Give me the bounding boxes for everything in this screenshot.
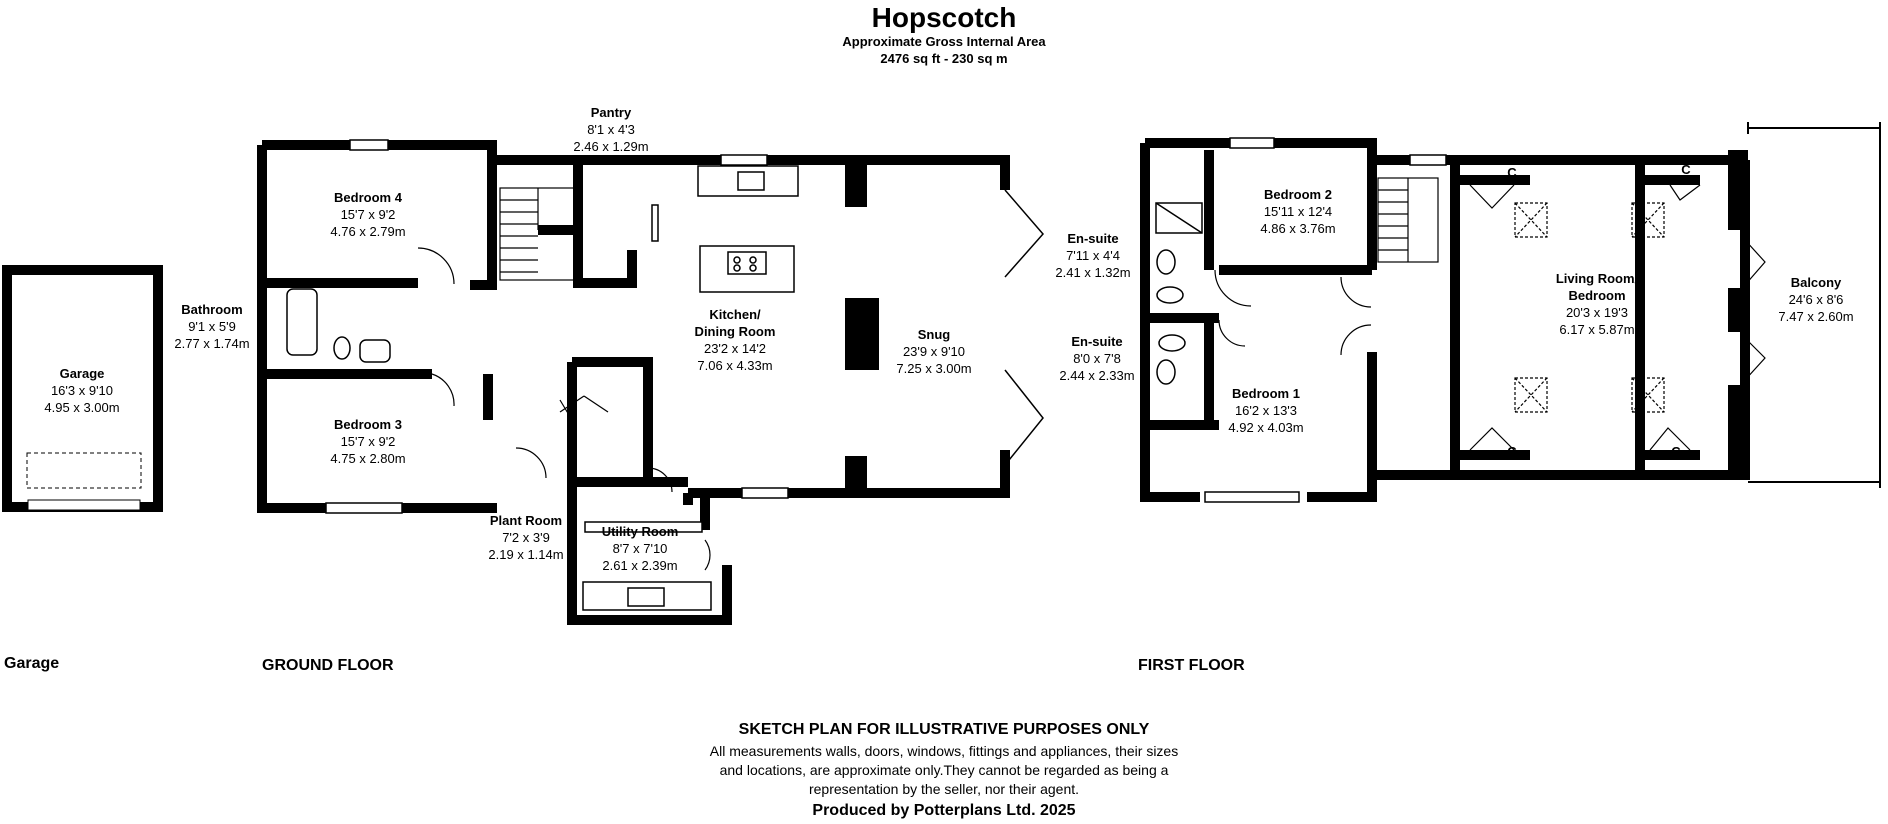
room-imperial: 15'7 x 9'2 — [340, 207, 396, 222]
ground-windows — [325, 139, 789, 533]
kitchen-fittings — [651, 165, 799, 293]
producer-credit: Produced by Potterplans Ltd. 2025 — [812, 802, 1076, 819]
room-metric: 4.95 x 3.00m — [44, 400, 120, 415]
room-name: Bathroom — [181, 302, 243, 317]
disclaimer: SKETCH PLAN FOR ILLUSTRATIVE PURPOSES ON… — [0, 721, 1888, 820]
room-metric: 4.75 x 2.80m — [330, 451, 406, 466]
room-name: Bedroom 3 — [334, 417, 402, 432]
room-name: Bedroom 1 — [1232, 386, 1300, 401]
room-name: En-suite — [1067, 231, 1119, 246]
room-name: Bedroom 4 — [334, 190, 402, 205]
floor-label-garage: Garage — [4, 655, 60, 672]
room-imperial: 15'11 x 12'4 — [1263, 204, 1333, 219]
cupboard-label: C — [1507, 444, 1517, 459]
room-metric: 7.06 x 4.33m — [697, 358, 773, 373]
room-imperial: 7'11 x 4'4 — [1066, 248, 1120, 263]
room-metric: 7.25 x 3.00m — [896, 361, 972, 376]
room-imperial: 16'3 x 9'10 — [50, 383, 114, 398]
disclaimer-line: All measurements walls, doors, windows, … — [709, 743, 1179, 759]
plan-title: Hopscotch — [871, 2, 1017, 33]
room-ensuite-1: En-suite 7'11 x 4'4 2.41 x 1.32m — [1055, 230, 1130, 281]
room-utility: Utility Room 8'7 x 7'10 2.61 x 2.39m — [602, 523, 679, 574]
room-imperial: 8'1 x 4'3 — [587, 122, 635, 137]
room-imperial: 8'0 x 7'8 — [1073, 351, 1121, 366]
room-metric: 4.92 x 4.03m — [1228, 420, 1304, 435]
room-name: Bedroom 2 — [1264, 187, 1332, 202]
room-metric: 2.46 x 1.29m — [573, 139, 649, 154]
room-imperial: 15'7 x 9'2 — [340, 434, 396, 449]
ground-stairs — [499, 187, 575, 281]
room-plant-room: Plant Room 7'2 x 3'9 2.19 x 1.14m — [488, 512, 563, 563]
cupboard-label: C — [1681, 162, 1691, 177]
room-pantry: Pantry 8'1 x 4'3 2.46 x 1.29m — [573, 104, 648, 155]
floor-label-ground: GROUND FLOOR — [262, 657, 394, 674]
room-bedroom-3: Bedroom 3 15'7 x 9'2 4.75 x 2.80m — [330, 416, 405, 467]
room-bedroom-1: Bedroom 1 16'2 x 13'3 4.92 x 4.03m — [1228, 385, 1303, 436]
garage-walls — [2, 265, 163, 512]
disclaimer-heading: SKETCH PLAN FOR ILLUSTRATIVE PURPOSES ON… — [738, 721, 1150, 738]
room-imperial: 24'6 x 8'6 — [1788, 292, 1844, 307]
room-name: Garage — [59, 366, 105, 381]
first-windows — [1204, 137, 1447, 503]
room-metric: 4.86 x 3.76m — [1260, 221, 1336, 236]
floor-label-first: FIRST FLOOR — [1138, 657, 1245, 674]
room-imperial: 23'2 x 14'2 — [703, 341, 767, 356]
room-name: En-suite — [1071, 334, 1123, 349]
room-snug: Snug 23'9 x 9'10 7.25 x 3.00m — [896, 326, 971, 377]
area-label: Approximate Gross Internal Area — [842, 34, 1046, 49]
room-name: Living Room/ — [1555, 271, 1639, 286]
first-floor-blocks — [1728, 150, 1748, 475]
room-metric: 7.47 x 2.60m — [1778, 309, 1854, 324]
room-garage: Garage 16'3 x 9'10 4.95 x 3.00m — [44, 365, 119, 416]
room-metric: 2.19 x 1.14m — [488, 547, 564, 562]
disclaimer-line: representation by the seller, nor their … — [808, 781, 1080, 797]
ensuite-fittings — [1155, 202, 1203, 385]
room-name: Pantry — [590, 105, 632, 120]
room-imperial: 16'2 x 13'3 — [1234, 403, 1298, 418]
snug-bay-window — [1004, 189, 1044, 278]
room-imperial: 8'7 x 7'10 — [612, 541, 668, 556]
room-imperial: 20'3 x 19'3 — [1565, 305, 1629, 320]
cupboard-label: C — [1507, 165, 1517, 180]
room-name: Kitchen/ — [709, 307, 761, 322]
first-doors — [1214, 184, 1766, 451]
room-name: Snug — [917, 327, 951, 342]
room-bathroom: Bathroom 9'1 x 5'9 2.77 x 1.74m — [174, 301, 249, 352]
bathroom-fittings — [286, 288, 391, 363]
first-stairs — [1377, 177, 1439, 263]
room-name: Balcony — [1790, 275, 1842, 290]
balcony-outline — [1747, 122, 1881, 488]
room-metric: 6.17 x 5.87m — [1559, 322, 1635, 337]
room-kitchen-dining: Kitchen/ Dining Room 23'2 x 14'2 7.06 x … — [695, 306, 776, 374]
room-metric: 2.61 x 2.39m — [602, 558, 678, 573]
room-ensuite-2: En-suite 8'0 x 7'8 2.44 x 2.33m — [1059, 333, 1134, 384]
room-name: Utility Room — [601, 524, 679, 539]
cupboard-label: C — [1671, 444, 1681, 459]
room-imperial: 7'2 x 3'9 — [502, 530, 550, 545]
room-imperial: 23'9 x 9'10 — [902, 344, 966, 359]
first-floor-walls — [1140, 138, 1750, 502]
room-imperial: 9'1 x 5'9 — [188, 319, 236, 334]
room-living-bedroom: Living Room/ Bedroom 20'3 x 19'3 6.17 x … — [1556, 270, 1638, 338]
room-bedroom-2: Bedroom 2 15'11 x 12'4 4.86 x 3.76m — [1260, 186, 1335, 237]
room-bedroom-4: Bedroom 4 15'7 x 9'2 4.76 x 2.79m — [330, 189, 405, 240]
utility-fittings — [582, 581, 712, 611]
room-name-2: Dining Room — [694, 324, 776, 339]
room-metric: 2.41 x 1.32m — [1055, 265, 1131, 280]
room-metric: 4.76 x 2.79m — [330, 224, 406, 239]
room-name: Plant Room — [489, 513, 563, 528]
room-metric: 2.44 x 2.33m — [1059, 368, 1135, 383]
room-name-2: Bedroom — [1568, 288, 1626, 303]
room-metric: 2.77 x 1.74m — [174, 336, 250, 351]
skylights — [1514, 202, 1665, 413]
area-value: 2476 sq ft - 230 sq m — [880, 51, 1008, 66]
disclaimer-line: and locations, are approximate only.They… — [719, 762, 1169, 778]
room-balcony: Balcony 24'6 x 8'6 7.47 x 2.60m — [1778, 274, 1853, 325]
ground-doors — [417, 247, 711, 571]
